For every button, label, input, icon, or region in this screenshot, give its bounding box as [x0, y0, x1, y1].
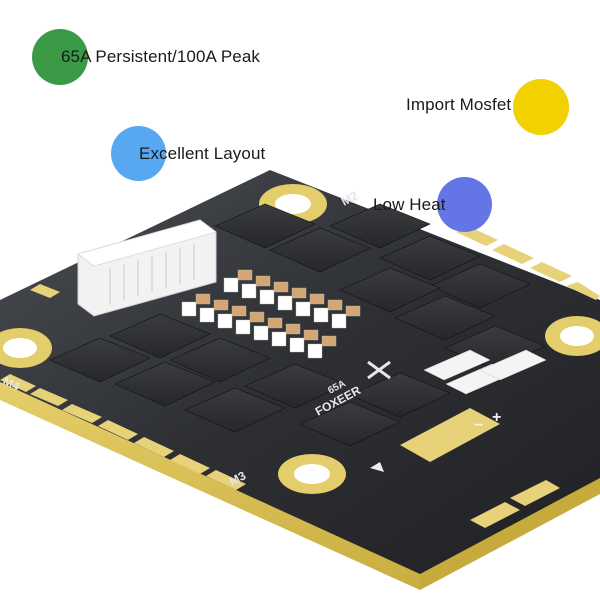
polarity-plus: + [492, 409, 501, 426]
mosfet-chips [49, 203, 546, 447]
connector [77, 219, 217, 317]
feature-label-heat: Low Heat [373, 195, 446, 214]
brand-logo [367, 360, 391, 380]
feature-label-mosfet: Import Mosfet [406, 95, 512, 114]
feature-label-current: 65A Persistent/100A Peak [61, 47, 260, 66]
feature-dot-green [32, 29, 88, 85]
arrow-marker [370, 462, 384, 472]
feature-dot-violet [437, 177, 492, 232]
motor-label-m4: M4 [1, 374, 22, 394]
feature-dot-yellow [513, 79, 569, 135]
capacitor-array [181, 269, 361, 359]
pcb-edge [0, 382, 600, 590]
polarity-minus: − [474, 417, 483, 434]
smd-blocks [423, 349, 547, 395]
feature-dot-blue [111, 126, 166, 181]
feature-label-layout: Excellent Layout [139, 144, 266, 163]
